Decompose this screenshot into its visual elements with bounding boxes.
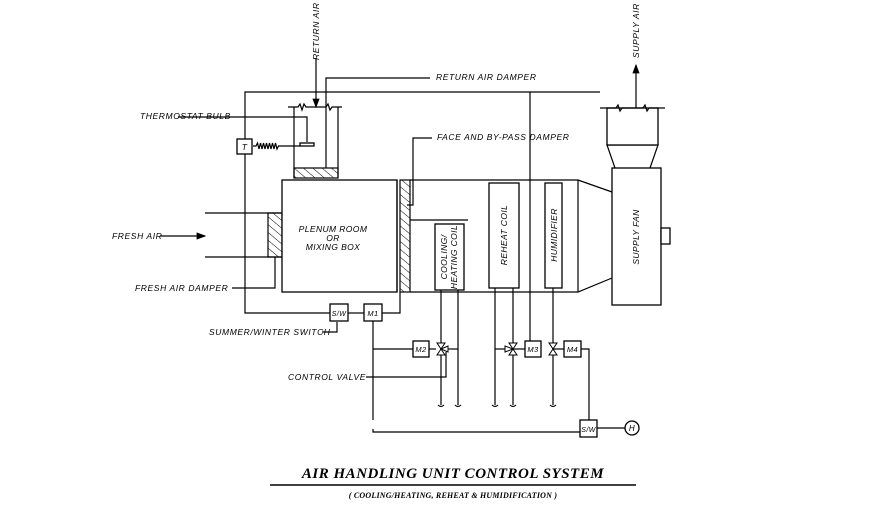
diagram-subtitle: ( COOLING/HEATING, REHEAT & HUMIDIFICATI…: [349, 491, 558, 500]
capillary-tube: [253, 141, 300, 151]
humidistat: [624, 420, 640, 436]
fresh-air-damper-label: FRESH AIR DAMPER: [135, 283, 228, 293]
face-bypass-damper: [399, 179, 411, 293]
return-air-damper-label: RETURN AIR DAMPER: [436, 72, 537, 82]
return-air-damper: [293, 167, 339, 179]
thermostat-bulb: [299, 142, 315, 147]
supply-fan-motor: [660, 227, 671, 245]
motor-m1-label: M1: [367, 309, 378, 318]
control-valve-label: CONTROL VALVE: [288, 372, 366, 382]
return-air-inlet: RETURN AIR: [288, 2, 342, 179]
control-line-bottom: [372, 429, 580, 433]
face-bypass-damper-leader: [407, 137, 432, 206]
return-air-label: RETURN AIR: [311, 2, 321, 60]
return-air-flexible-connection: [288, 102, 342, 112]
reheat-coil: [488, 182, 520, 289]
humidistat-label: H: [629, 424, 635, 433]
sw-switch-2-label: S/W: [581, 427, 596, 434]
summer-winter-switch-label: SUMMER/WINTER SWITCH: [209, 327, 331, 337]
fresh-air-label: FRESH AIR: [112, 231, 162, 241]
thermostat-bulb-leader: [178, 116, 308, 142]
reheat-coil-label: REHEAT COIL: [499, 205, 509, 265]
sw-switch-label: S/W: [332, 311, 347, 318]
motor-m3: [524, 340, 542, 358]
plenum-label-3: MIXING BOX: [306, 242, 361, 252]
motor-m2-label: M2: [415, 345, 427, 354]
face-bypass-damper-label: FACE AND BY-PASS DAMPER: [437, 132, 570, 142]
supply-flexible-connection: [600, 103, 665, 113]
diagram-title: AIR HANDLING UNIT CONTROL SYSTEM: [301, 466, 604, 482]
cooling-coil-label-1: COOLING/: [439, 233, 449, 279]
sw-switch-leader: [322, 322, 338, 333]
cooling-coil-label-2: HEATING COIL: [449, 225, 459, 289]
thermostat-label: T: [242, 142, 248, 152]
control-line-top: [244, 91, 600, 139]
humidifier-label: HUMIDIFIER: [549, 208, 559, 262]
supply-fan: [611, 167, 662, 306]
control-line-to-sw: [244, 154, 330, 314]
motor-m3-label: M3: [527, 345, 539, 354]
supply-air-label: SUPPLY AIR: [631, 3, 641, 58]
fresh-air-damper: [267, 212, 283, 258]
supply-fan-label: SUPPLY FAN: [631, 209, 641, 265]
thermostat-bulb-label: THERMOSTAT BULB: [140, 111, 231, 121]
supply-plenum: [606, 107, 659, 146]
plenum-label-1: PLENUM ROOM: [299, 224, 368, 234]
motor-m4-label: M4: [567, 345, 578, 354]
supply-transition: [606, 144, 659, 169]
plenum-label-2: OR: [326, 233, 340, 243]
cooling-heating-coil: [434, 223, 465, 291]
fresh-air-damper-leader: [232, 257, 276, 289]
return-air-damper-leader: [325, 77, 430, 168]
control-valve-leader: [366, 352, 447, 378]
m1-to-damper: [382, 292, 401, 314]
